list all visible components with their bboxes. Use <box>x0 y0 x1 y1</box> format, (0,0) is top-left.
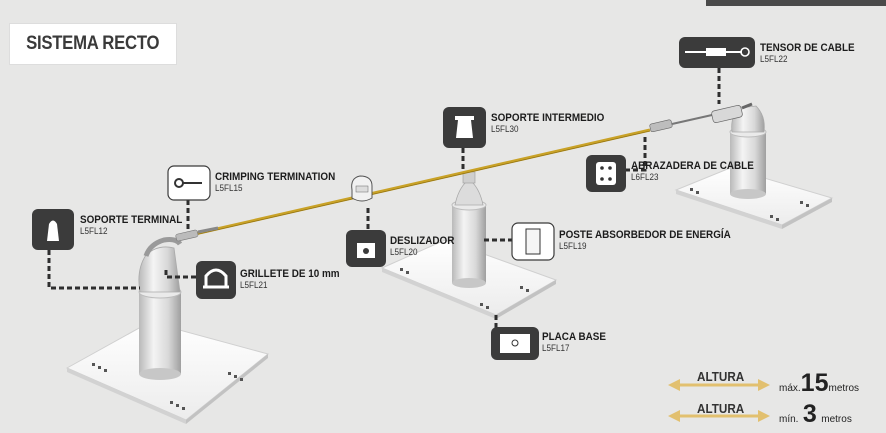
deslizador-icon <box>346 230 386 267</box>
component-code: L6FL23 <box>631 172 659 183</box>
component-code: L5FL30 <box>491 124 519 135</box>
component-code: L5FL19 <box>559 241 587 252</box>
leader-lines <box>47 68 721 340</box>
height-max-measure: máx.15metros <box>779 369 859 398</box>
component-code: L5FL20 <box>390 247 418 258</box>
label-abrazadera: ABRAZADERA DE CABLE L6FL23 <box>631 160 767 182</box>
label-placa-base: PLACA BASE L5FL17 <box>542 331 613 353</box>
component-code: L5FL22 <box>760 54 788 65</box>
cable-line <box>185 128 651 238</box>
abrazadera-icon <box>586 155 626 192</box>
height-max-prefix: máx. <box>779 383 801 394</box>
component-name: SOPORTE TERMINAL <box>80 214 183 226</box>
soporte-intermedio-icon <box>443 107 486 148</box>
height-min-value: 3 <box>802 400 817 428</box>
label-crimping-termination: CRIMPING TERMINATION L5FL15 <box>215 171 349 193</box>
title-box: SISTEMA RECTO <box>9 23 177 65</box>
height-min-prefix: mín. <box>779 414 799 425</box>
component-code: L5FL17 <box>542 343 570 354</box>
component-name: SOPORTE INTERMEDIO <box>491 112 605 124</box>
component-name: POSTE ABSORBEDOR DE ENERGÍA <box>559 229 731 241</box>
intermediate-post <box>451 171 487 288</box>
slider-on-cable <box>351 175 373 202</box>
terminal-post-right <box>729 105 767 199</box>
height-min-label: ALTURA <box>697 401 745 416</box>
label-poste-absorbedor: POSTE ABSORBEDOR DE ENERGÍA L5FL19 <box>559 229 750 251</box>
label-grillete: GRILLETE DE 10 mm L5FL21 <box>240 268 351 290</box>
height-min-measure: mín. 3 metros <box>779 400 852 429</box>
component-name: ABRAZADERA DE CABLE <box>631 160 754 172</box>
height-max-value: 15 <box>800 369 829 397</box>
page-title: SISTEMA RECTO <box>26 33 160 54</box>
component-name: CRIMPING TERMINATION <box>215 171 336 183</box>
placa-base-icon <box>491 327 539 360</box>
soporte-terminal-icon <box>32 209 74 250</box>
terminal-post-left <box>138 237 183 380</box>
height-arrow-min <box>668 410 770 422</box>
cable-terminal-left <box>175 226 219 242</box>
component-code: L5FL15 <box>215 183 243 194</box>
tensor-icon <box>679 37 755 68</box>
height-max-unit: metros <box>828 383 860 394</box>
tensioner-assembly <box>649 102 753 133</box>
component-code: L5FL12 <box>80 226 108 237</box>
component-code: L5FL21 <box>240 280 268 291</box>
height-max-label: ALTURA <box>697 369 745 384</box>
component-name: GRILLETE DE 10 mm <box>240 268 340 280</box>
grillete-icon <box>196 261 236 299</box>
poste-absorbedor-icon <box>511 222 555 261</box>
label-deslizador: DESLIZADOR L5FL20 <box>390 235 462 257</box>
label-soporte-intermedio: SOPORTE INTERMEDIO L5FL30 <box>491 112 617 134</box>
top-bar <box>706 0 886 6</box>
component-name: TENSOR DE CABLE <box>760 42 855 54</box>
label-soporte-terminal: SOPORTE TERMINAL L5FL12 <box>80 214 194 236</box>
height-arrow-max <box>668 379 770 391</box>
label-tensor: TENSOR DE CABLE L5FL22 <box>760 42 865 64</box>
height-min-unit: metros <box>821 414 852 425</box>
crimping-termination-icon <box>167 165 211 201</box>
component-name: DESLIZADOR <box>390 235 455 247</box>
component-name: PLACA BASE <box>542 331 606 343</box>
